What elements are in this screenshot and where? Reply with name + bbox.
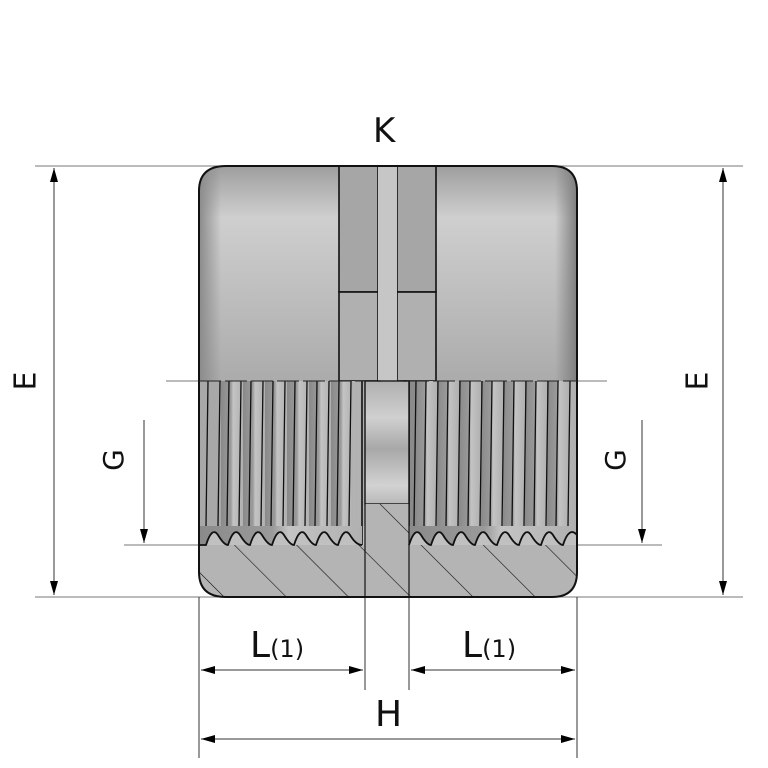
label-g-left: G [96,449,130,471]
label-l-right-sub: (1) [482,635,517,663]
label-l-left-main: L [250,625,271,666]
label-g-right: G [598,449,632,471]
label-h: H [375,694,403,735]
label-e-left: E [8,371,44,391]
section-hatch [199,504,577,597]
label-e-right: E [680,371,716,391]
label-k: K [373,111,396,151]
insert-body [198,165,578,598]
center-bore [364,380,410,505]
label-l-left: L(1) [250,628,304,664]
label-l-right-main: L [462,625,483,666]
cross-slot [338,166,437,382]
label-l-right: L(1) [462,628,516,664]
knurl-right [408,380,577,545]
knurl-left [199,380,365,545]
label-l-left-sub: (1) [270,635,305,663]
